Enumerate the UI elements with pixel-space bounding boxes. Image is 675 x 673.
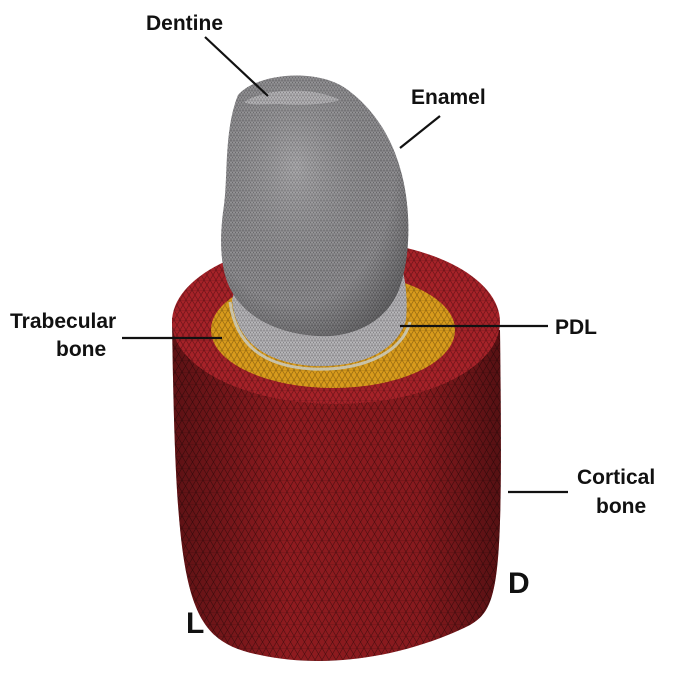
enamel-shading [221,75,408,336]
lingual-label: L [186,607,204,640]
cortical-label-line1: Cortical [577,466,655,489]
trabecular-label-line1: Trabecular [10,310,116,333]
enamel-leader [400,116,440,148]
trabecular-label-line2: bone [56,338,106,361]
tooth-crown [221,75,408,336]
distal-label: D [508,567,530,600]
cortical-label-line2: bone [596,495,646,518]
enamel-label: Enamel [411,86,486,109]
dentine-label: Dentine [146,12,223,35]
dentine-leader [205,37,268,96]
pdl-label: PDL [555,316,597,339]
